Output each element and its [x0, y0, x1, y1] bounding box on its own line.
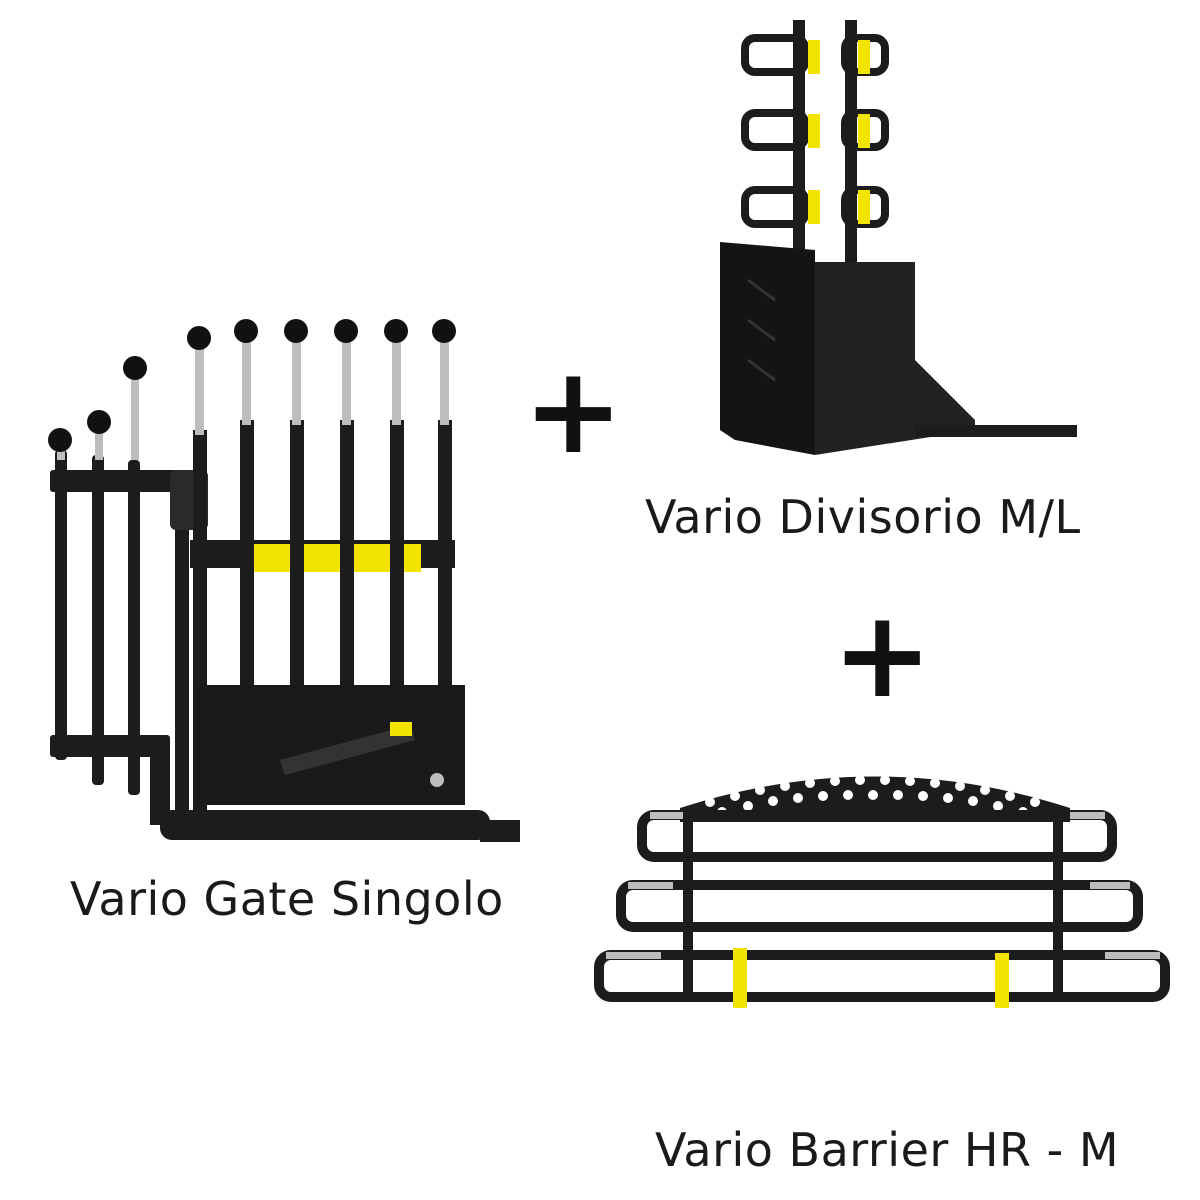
- gate-label: Vario Gate Singolo: [70, 872, 504, 926]
- plus-sign: +: [523, 342, 624, 481]
- divider-label: Vario Divisorio M/L: [645, 490, 1081, 544]
- plus-sign: +: [832, 586, 933, 725]
- barrier-label: Vario Barrier HR - M: [655, 1123, 1120, 1177]
